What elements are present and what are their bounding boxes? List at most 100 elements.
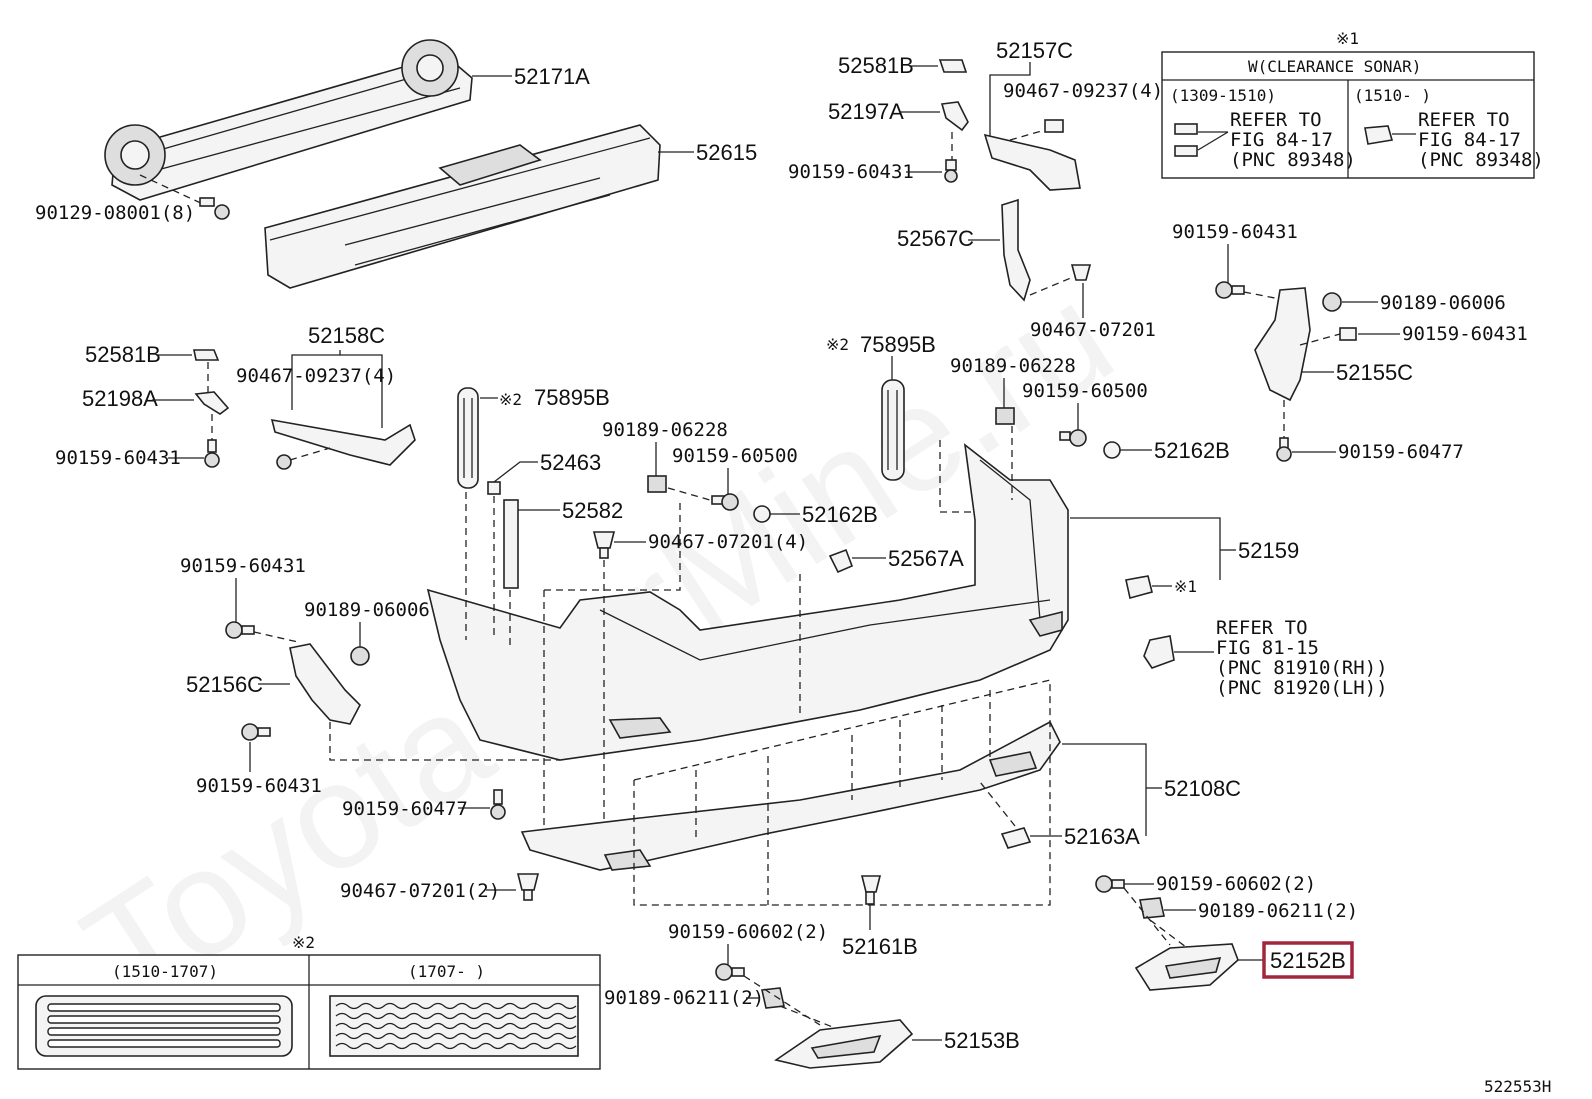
sonar-bracket[interactable] [1125, 575, 1153, 599]
sonar-right-ref-1: REFER TO [1418, 109, 1510, 131]
label-90467-07201-c: 90467-07201(2) [340, 880, 500, 902]
nut-90189-06228-a[interactable] [647, 475, 667, 493]
seal-52582[interactable] [503, 499, 519, 589]
screw-90159-60500-b[interactable] [1059, 429, 1087, 447]
screw-90159-60500-a[interactable] [711, 493, 739, 511]
label-90159-60602-a: 90159-60602(2) [1156, 873, 1316, 895]
note2-ref-b: ※2 [826, 335, 849, 354]
clip-90467-09237-a[interactable] [1044, 119, 1064, 133]
label-90189-06228-b: 90189-06228 [950, 355, 1076, 377]
nut-90189-06228-b[interactable] [995, 407, 1015, 425]
label-90467-09237-a: 90467-09237(4) [1003, 80, 1163, 102]
screw-90159-60431-b[interactable] [204, 439, 220, 468]
cap-52581B-left[interactable] [193, 349, 220, 361]
label-90159-60477-a: 90159-60477 [1338, 441, 1464, 463]
reflector-variant-table: (1510-1707) (1707- ) [17, 954, 601, 1070]
nut-90189-06211-a[interactable] [1139, 897, 1165, 919]
screw-90159-60431-f[interactable] [241, 723, 271, 741]
bumper-cover-52159[interactable] [426, 443, 1069, 761]
retainer-52197A[interactable] [940, 101, 969, 132]
bracket-52567C[interactable] [1001, 198, 1031, 302]
clip-90467-09237-b[interactable] [276, 454, 292, 470]
label-52108C: 52108C [1164, 776, 1241, 801]
clip-52463[interactable] [487, 481, 501, 495]
nut-90189-06006-b[interactable] [350, 646, 370, 666]
reflector-52152B[interactable] [1134, 943, 1239, 991]
bracket-52157C[interactable] [983, 133, 1081, 191]
screw-90159-60431-e[interactable] [225, 621, 255, 639]
note1-ref: ※1 [1174, 577, 1197, 596]
screw-90159-60431-a[interactable] [944, 159, 958, 183]
cap-52581B-top[interactable] [938, 59, 968, 73]
cap-52162B-a[interactable] [753, 505, 771, 523]
sonar-right-ref-2: FIG 84-17 [1418, 129, 1521, 151]
cover-52163A[interactable] [1000, 827, 1032, 849]
note1-mark: ※1 [1336, 29, 1359, 48]
lamp-ref-3: (PNC 81910(RH)) [1216, 657, 1388, 679]
nut-90189-06006-a[interactable] [1322, 292, 1342, 312]
bolt-90129[interactable] [199, 197, 230, 220]
screw-90159-60602-b[interactable] [715, 963, 745, 981]
clearance-sonar-table: W(CLEARANCE SONAR) (1309-1510) (1510- ) … [1161, 51, 1544, 179]
label-90189-06228-a: 90189-06228 [602, 419, 728, 441]
label-90159-60431-e: 90159-60431 [180, 555, 306, 577]
reflector-variant-textured [329, 995, 579, 1057]
sonar-left-period: (1309-1510) [1170, 86, 1276, 105]
label-75895B-a: 75895B [534, 385, 610, 410]
lamp-ref-1: REFER TO [1216, 617, 1308, 639]
sensor-icon-right [1364, 125, 1394, 145]
label-52152B[interactable]: 52152B [1270, 948, 1346, 973]
rear-lamp[interactable] [1143, 635, 1175, 669]
label-52155C: 52155C [1336, 360, 1413, 385]
lamp-ref-4: (PNC 81920(LH)) [1216, 677, 1388, 699]
bracket-52156C[interactable] [289, 643, 361, 725]
reflector-75895B-right[interactable] [881, 379, 905, 481]
label-90189-06211-a: 90189-06211(2) [1198, 900, 1358, 922]
label-52615: 52615 [696, 140, 757, 165]
bracket-52155C[interactable] [1254, 287, 1311, 402]
lamp-ref-2: FIG 81-15 [1216, 637, 1319, 659]
label-52162B-a: 52162B [802, 502, 878, 527]
label-52162B-b: 52162B [1154, 438, 1230, 463]
label-90159-60477-b: 90159-60477 [342, 798, 468, 820]
label-75895B-b: 75895B [860, 332, 936, 357]
clip-52161B[interactable] [860, 875, 882, 905]
label-90189-06006-b: 90189-06006 [304, 599, 430, 621]
label-52581B-top: 52581B [838, 53, 914, 78]
label-90159-60602-b: 90159-60602(2) [668, 921, 828, 943]
label-52163A: 52163A [1064, 824, 1140, 849]
nut-90189-06211-b[interactable] [761, 987, 785, 1009]
bracket-52567A[interactable] [828, 548, 854, 574]
retainer-52198A[interactable] [194, 391, 230, 415]
label-90159-60431-b: 90159-60431 [55, 447, 181, 469]
reinforcement-52171A[interactable] [104, 39, 473, 201]
highlight-box-52152B[interactable] [1262, 941, 1354, 979]
cap-52162B-b[interactable] [1103, 441, 1121, 459]
reflector-75895B-left[interactable] [457, 387, 479, 489]
screw-90159-60477-a[interactable] [1276, 437, 1292, 462]
label-90159-60431-c: 90159-60431 [1172, 221, 1298, 243]
reflector-right-period: (1707- ) [408, 962, 485, 981]
label-90159-60431-d: 90159-60431 [1402, 323, 1528, 345]
label-52171A: 52171A [514, 64, 590, 89]
lower-spoiler-52108C[interactable] [520, 720, 1061, 871]
clip-90467-07201-c[interactable] [516, 873, 540, 901]
label-90159-60500-b: 90159-60500 [1022, 380, 1148, 402]
absorber-52615[interactable] [264, 124, 661, 289]
clip-90467-07201-a[interactable] [1070, 264, 1092, 281]
screw-90159-60477-b[interactable] [490, 789, 506, 820]
label-52198A: 52198A [82, 386, 158, 411]
screw-90159-60431-c[interactable] [1215, 281, 1245, 299]
screw-90159-60602-a[interactable] [1095, 875, 1125, 893]
label-90189-06211-b: 90189-06211(2) [604, 987, 764, 1009]
reflector-52153B[interactable] [774, 1019, 914, 1069]
bracket-52158C[interactable] [270, 418, 416, 466]
label-90189-06006-a: 90189-06006 [1380, 292, 1506, 314]
sonar-right-period: (1510- ) [1354, 86, 1431, 105]
label-52463: 52463 [540, 450, 601, 475]
label-90159-60431-f: 90159-60431 [196, 775, 322, 797]
label-52158C: 52158C [308, 323, 385, 348]
screw-90159-60431-d[interactable] [1339, 327, 1357, 341]
clip-90467-07201-b[interactable] [592, 531, 616, 559]
